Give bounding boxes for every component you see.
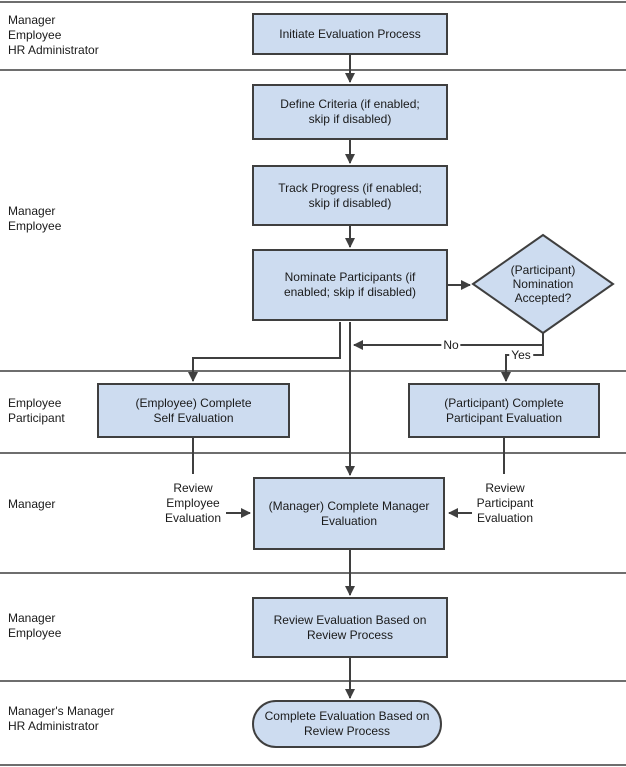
- lane-label-6: Manager's Manager HR Administrator: [8, 704, 115, 733]
- nomination-decision-label: (Participant) Nomination Accepted?: [510, 263, 576, 305]
- lane-label-5: Manager Employee: [8, 611, 62, 640]
- node-complete-self-evaluation: (Employee) Complete Self Evaluation: [97, 383, 290, 438]
- lane-label-2: Manager Employee: [8, 204, 62, 233]
- node-track-progress: Track Progress (if enabled; skip if disa…: [252, 165, 448, 226]
- lane-label-3: Employee Participant: [8, 396, 65, 425]
- node-complete-evaluation-terminator: Complete Evaluation Based on Review Proc…: [252, 700, 442, 748]
- node-nominate-participants: Nominate Participants (if enabled; skip …: [252, 249, 448, 321]
- edge-label-yes: Yes: [509, 348, 533, 362]
- node-complete-manager-evaluation: (Manager) Complete Manager Evaluation: [253, 477, 445, 550]
- edge-branch-to-self-eval: [188, 322, 341, 382]
- nomination-decision-diamond: [471, 233, 615, 335]
- node-define-criteria: Define Criteria (if enabled; skip if dis…: [252, 84, 448, 140]
- lane-label-4: Manager: [8, 497, 56, 511]
- lane-label-1: Manager Employee HR Administrator: [8, 13, 99, 57]
- edge-label-review-participant: Review Participant Evaluation: [473, 481, 537, 526]
- node-complete-participant-evaluation: (Participant) Complete Participant Evalu…: [408, 383, 600, 438]
- node-initiate-evaluation-process: Initiate Evaluation Process: [252, 13, 448, 55]
- node-review-evaluation: Review Evaluation Based on Review Proces…: [252, 597, 448, 658]
- edge-label-review-employee: Review Employee Evaluation: [161, 481, 225, 526]
- edge-label-no: No: [441, 338, 461, 352]
